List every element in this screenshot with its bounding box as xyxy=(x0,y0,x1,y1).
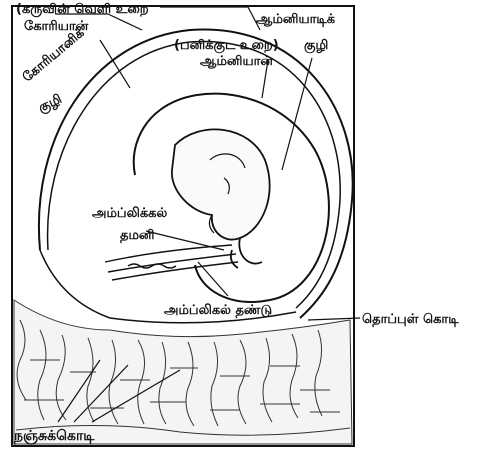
label-umbilical-cord: தொப்புள் கொடி xyxy=(362,312,459,328)
label-placenta: நஞ்சுக்கொடி xyxy=(14,428,94,444)
umbilical-stalk xyxy=(105,245,238,280)
label-amnion-note: (பனிக்குட உறை) xyxy=(174,38,279,54)
label-umbilical-artery-1: அம்ப்லிக்கல் xyxy=(92,206,167,222)
embryo xyxy=(172,129,270,268)
label-amniotic-cavity-1: ஆம்னியாடிக் xyxy=(256,12,335,28)
placenta-villi xyxy=(14,300,352,444)
label-umbilical-artery-2: தமனி xyxy=(120,228,154,244)
label-amnion: ஆம்னியான் xyxy=(200,54,273,70)
label-amniotic-cavity-2: குழி xyxy=(304,38,328,54)
label-umbilical-stalk: அம்ப்லிகல் தண்டு xyxy=(164,303,272,319)
label-chorion-outer: (கருவின் வெளி உறை xyxy=(16,2,149,18)
